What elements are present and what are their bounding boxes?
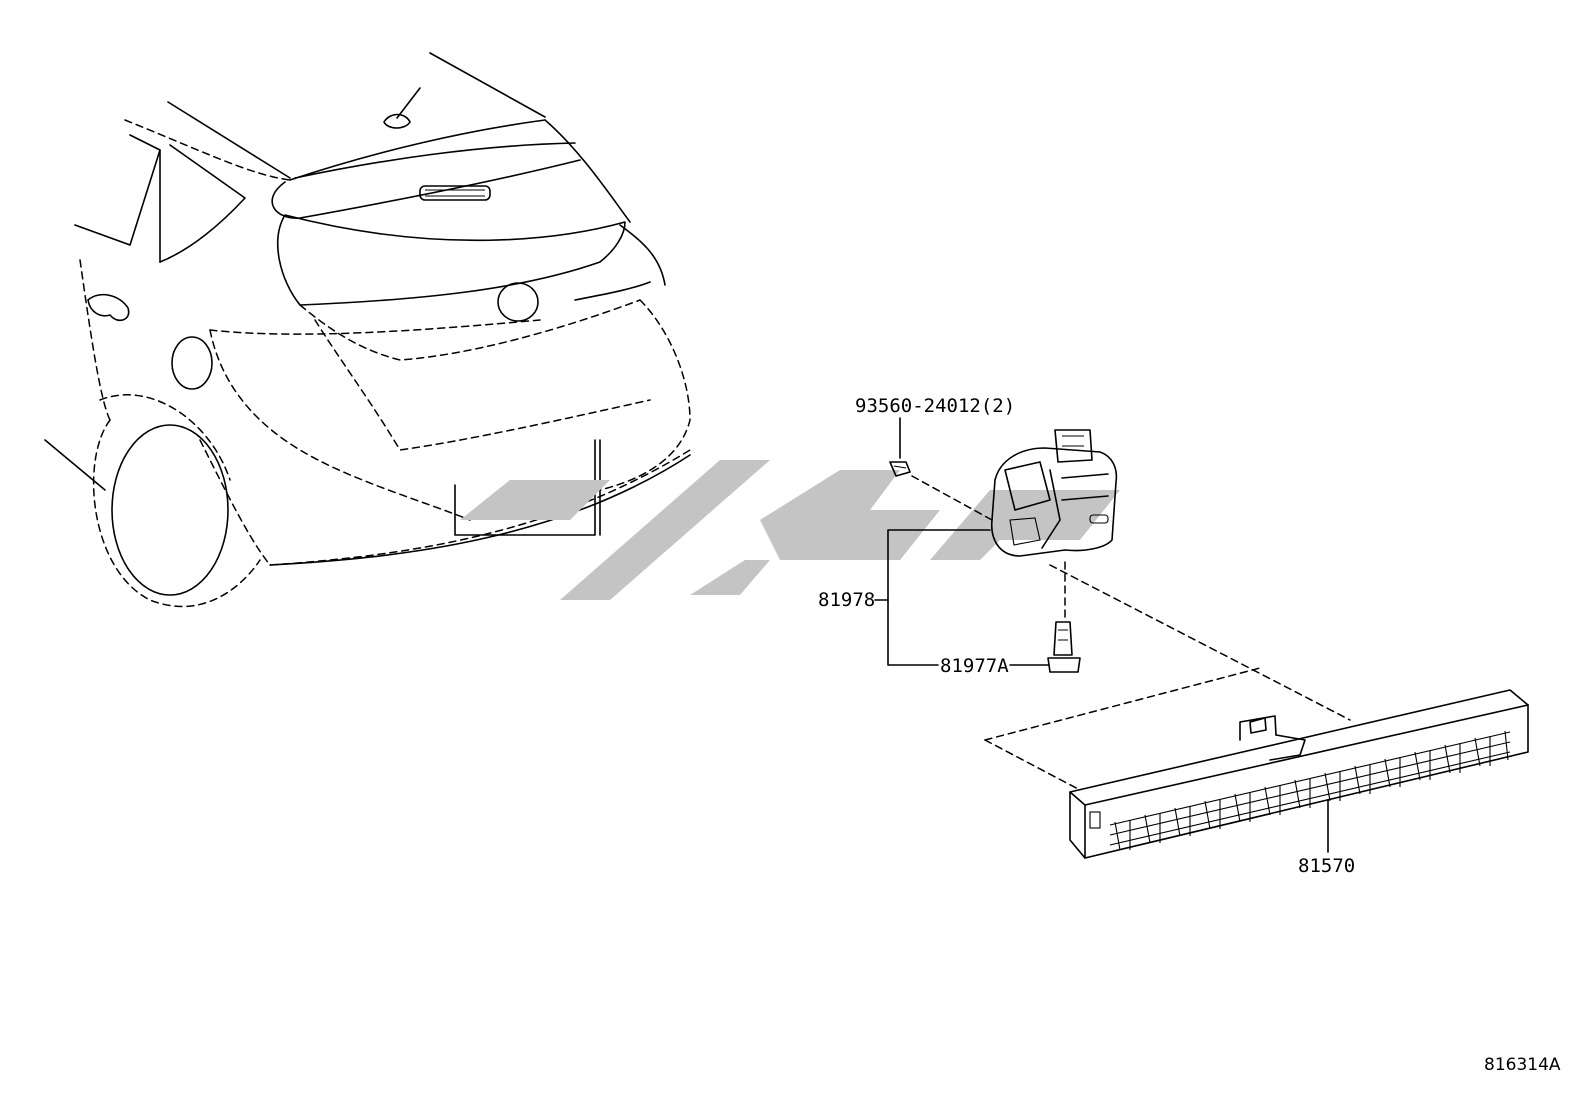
bolt-93560-24012 xyxy=(889,461,911,477)
illustration-reference: 816314A xyxy=(1484,1055,1561,1075)
label-stop-lamp: 81570 xyxy=(1298,855,1355,877)
watermark-logo xyxy=(460,460,1120,600)
assembly-line-socket-lamp xyxy=(1049,564,1351,721)
lamp-led-pattern xyxy=(1109,730,1511,851)
bulb-81977A xyxy=(1047,621,1081,673)
assembly-projection-upper xyxy=(984,667,1261,741)
leader-81978 xyxy=(887,529,991,666)
assembly-projection-left xyxy=(984,739,1081,791)
lamp-socket-81978 xyxy=(991,429,1118,557)
label-bulb: 81977A xyxy=(940,655,1009,677)
car-rear-illustration xyxy=(44,52,691,608)
label-socket-wire: 81978 xyxy=(818,589,875,611)
label-bolt: 93560-24012(2) xyxy=(855,395,1015,417)
high-mount-stop-lamp-81570 xyxy=(1069,689,1529,859)
assembly-line-bolt xyxy=(911,475,993,521)
